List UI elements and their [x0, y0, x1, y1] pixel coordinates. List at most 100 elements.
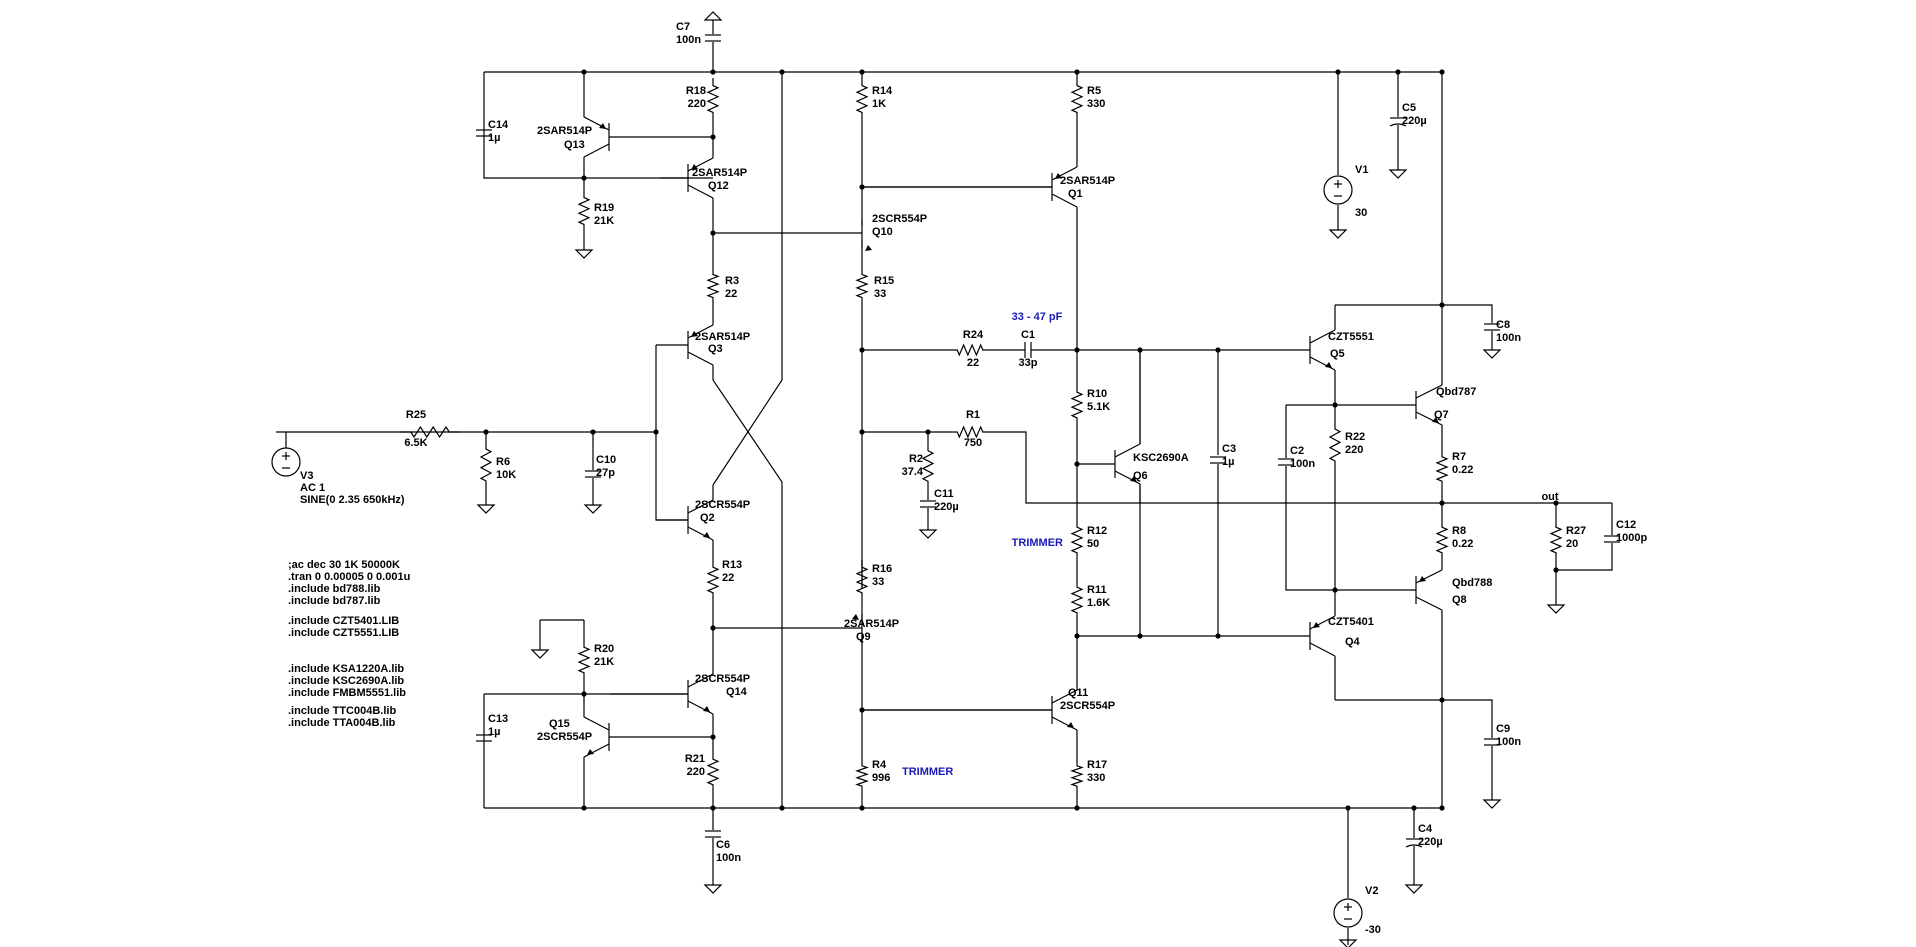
resistor-r14-value: 1K: [872, 98, 886, 110]
transistor-q10-model: 2SCR554P: [872, 213, 927, 225]
resistor-r20-value: 21K: [594, 656, 614, 668]
junction-dot: [581, 69, 587, 75]
resistor-r22: [1328, 420, 1342, 470]
capacitor-c13-value: 1µ: [488, 726, 500, 738]
junction-dot: [1074, 347, 1080, 353]
junction-dot: [710, 734, 716, 740]
resistor-r13-ref: R13: [722, 559, 742, 571]
resistor-r13: [706, 560, 720, 600]
junction-dot: [710, 805, 716, 811]
transistor-q7: [1415, 375, 1443, 435]
resistor-r15-value: 33: [874, 288, 886, 300]
resistor-r11-value: 1.6K: [1087, 597, 1110, 609]
ground-symbol: [1482, 799, 1502, 809]
resistor-r14-ref: R14: [872, 85, 893, 97]
transistor-q11-ref: Q11: [1068, 687, 1088, 699]
junction-dot: [1439, 500, 1445, 506]
capacitor-c12: [1604, 535, 1620, 543]
junction-dot: [779, 69, 785, 75]
labels: C7100nC141µR182202SAR514PQ13R1921K2SAR51…: [288, 21, 1647, 936]
transistor-q14: [610, 660, 714, 730]
ground-symbol: [1388, 169, 1408, 179]
spice-directive-7: .include KSC2690A.lib: [288, 675, 404, 687]
transistor-q7-ref: Q7: [1434, 409, 1449, 421]
spice-directive-2: .include bd788.lib: [288, 583, 381, 595]
capacitor-c8-ref: C8: [1496, 319, 1510, 331]
wire: [712, 379, 783, 808]
resistor-r7: [1435, 450, 1449, 488]
transistor-q15: [583, 705, 610, 770]
junction-dot: [1553, 500, 1559, 506]
resistor-r10-value: 5.1K: [1087, 401, 1110, 413]
capacitor-c12-ref: C12: [1616, 519, 1636, 531]
resistor-r25-value: 6.5K: [404, 437, 427, 449]
junction-dot: [1137, 347, 1143, 353]
capacitor-c7-value: 100n: [676, 34, 701, 46]
junction-dot: [590, 429, 596, 435]
spice-directive-5: .include CZT5551.LIB: [288, 627, 399, 639]
transistor-q13-ref: Q13: [564, 139, 585, 151]
capacitor-c11-value: 220µ: [934, 501, 959, 513]
capacitor-c5: [1389, 117, 1407, 127]
transistor-q5-model: CZT5551: [1328, 331, 1374, 343]
transistor-q7-model: Qbd787: [1436, 386, 1476, 398]
resistor-r21-value: 220: [687, 766, 705, 778]
capacitor-c9-value: 100n: [1496, 736, 1521, 748]
resistor-r8: [1435, 520, 1449, 560]
junction-dot: [1439, 302, 1445, 308]
transistor-q3: [656, 320, 714, 380]
resistor-r4-value: 996: [872, 772, 890, 784]
transistor-q8: [1335, 569, 1443, 615]
resistor-r4-ref: R4: [872, 759, 887, 771]
junction-dot: [859, 429, 865, 435]
transistor-q12: [660, 150, 714, 215]
junction-dot: [710, 69, 716, 75]
ground-symbol: [1482, 349, 1502, 359]
transistor-q1-ref: Q1: [1068, 188, 1083, 200]
transistor-q11: [862, 672, 1078, 745]
junction-dot: [1074, 633, 1080, 639]
junction-dot: [859, 347, 865, 353]
resistor-r12-value: 50: [1087, 538, 1099, 550]
transistor-q13-model: 2SAR514P: [537, 125, 592, 137]
transistor-q2: [656, 485, 714, 560]
wire: [1442, 699, 1493, 738]
capacitor-c10-value: 27p: [596, 467, 615, 479]
spice-directive-8: .include FMBM5551.lib: [288, 687, 406, 699]
spice-directive-1: .tran 0 0.00005 0 0.001u: [288, 571, 410, 583]
junction-dot: [1332, 402, 1338, 408]
transistor-q15-model: 2SCR554P: [537, 731, 592, 743]
junction-dot: [779, 805, 785, 811]
cap-range-note: 33 - 47 pF: [1012, 311, 1063, 323]
resistor-r8-value: 0.22: [1452, 538, 1473, 550]
capacitor-c8-value: 100n: [1496, 332, 1521, 344]
ground-symbol: [1546, 604, 1566, 614]
resistor-r20: [577, 640, 591, 680]
capacitor-c10-ref: C10: [596, 454, 616, 466]
voltage-source-v2-value: -30: [1365, 924, 1381, 936]
capacitor-c6-ref: C6: [716, 839, 730, 851]
junction-dot: [859, 69, 865, 75]
voltage-source-v2: [1333, 898, 1363, 928]
capacitor-c1: [1024, 342, 1032, 358]
resistor-r1-ref: R1: [966, 409, 980, 421]
capacitor-c14-ref: C14: [488, 119, 509, 131]
wire: [1556, 543, 1613, 571]
capacitor-c12-value: 1000p: [1616, 532, 1647, 544]
junction-dot: [581, 805, 587, 811]
transistor-q12-ref: Q12: [708, 180, 729, 192]
capacitor-c3-ref: C3: [1222, 443, 1236, 455]
trimmer-note-r12: TRIMMER: [1012, 537, 1063, 549]
junction-dot: [1074, 805, 1080, 811]
capacitor-c4-value: 220µ: [1418, 836, 1443, 848]
transistor-q3-model: 2SAR514P: [695, 331, 750, 343]
resistor-r5-ref: R5: [1087, 85, 1101, 97]
resistor-r24-value: 22: [967, 357, 979, 369]
junction-dot: [1411, 805, 1417, 811]
resistor-r4: [855, 760, 869, 792]
resistor-r15: [855, 268, 869, 304]
resistor-r27: [1549, 520, 1563, 560]
transistor-q8-ref: Q8: [1452, 594, 1467, 606]
resistor-r12-ref: R12: [1087, 525, 1107, 537]
